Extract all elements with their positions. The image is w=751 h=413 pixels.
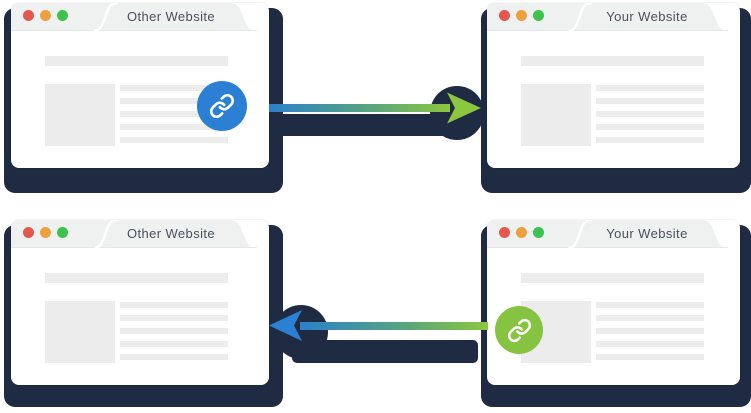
browser-window-other-website-bottom: Other Website [11,220,269,385]
zoom-dot-icon [533,227,544,238]
close-dot-icon [499,10,510,21]
arrowhead-right-icon [447,92,481,124]
placeholder-headline-bar [45,56,228,66]
window-title: Other Website [126,9,216,24]
placeholder-image-block [45,84,115,146]
window-title: Other Website [126,226,216,241]
minimize-dot-icon [516,10,527,21]
placeholder-text-line [596,302,704,308]
link-icon [209,93,235,119]
placeholder-text-line [120,137,228,143]
traffic-lights [23,10,68,21]
minimize-dot-icon [40,10,51,21]
placeholder-image-block [45,301,115,363]
arrowhead-left-icon [269,310,302,341]
close-dot-icon [23,227,34,238]
browser-window-your-website-top: Your Website [487,3,740,168]
placeholder-text-line [596,98,704,104]
placeholder-text-line [120,328,228,334]
placeholder-text-line [596,111,704,117]
placeholder-text-line [120,124,228,130]
placeholder-text-line [120,111,228,117]
tab-edge [568,3,592,31]
placeholder-text-line [596,354,704,360]
zoom-dot-icon [57,227,68,238]
browser-window-your-website-bottom: Your Website [487,220,740,385]
placeholder-text-line [596,137,704,143]
link-badge-blue [197,81,247,131]
link-icon [507,318,531,342]
zoom-dot-icon [57,10,68,21]
close-dot-icon [499,227,510,238]
browser-window-other-website-top: Other Website [11,3,269,168]
placeholder-text-line [120,341,228,347]
placeholder-text-line [120,354,228,360]
traffic-lights [23,227,68,238]
browser-header [487,220,729,248]
traffic-lights [499,10,544,21]
browser-header [487,3,729,31]
placeholder-text-line [120,98,228,104]
backlink-arrow-left [300,322,488,330]
browser-header [11,3,257,31]
placeholder-text-line [120,315,228,321]
zoom-dot-icon [533,10,544,21]
tab-edge [93,220,119,248]
minimize-dot-icon [516,227,527,238]
placeholder-text-line [596,341,704,347]
placeholder-text-line [120,302,228,308]
placeholder-text-line [596,328,704,334]
traffic-lights [499,227,544,238]
backlink-arrow-right [269,104,450,112]
placeholder-text-lines [120,302,228,367]
window-title: Your Website [606,226,688,241]
placeholder-text-line [596,315,704,321]
placeholder-text-line [596,124,704,130]
close-dot-icon [23,10,34,21]
tab-edge [93,3,119,31]
browser-header [11,220,257,248]
placeholder-text-lines [596,85,704,150]
placeholder-headline-bar [45,273,228,283]
placeholder-image-block [521,84,591,146]
placeholder-headline-bar [521,273,704,283]
minimize-dot-icon [40,227,51,238]
placeholder-text-lines [596,302,704,367]
arrow-shadow [292,340,478,363]
arrow-shadow [274,114,466,136]
tab-edge [568,220,592,248]
placeholder-text-lines [120,85,228,150]
placeholder-text-line [120,85,228,91]
placeholder-text-line [596,85,704,91]
link-badge-green [495,306,543,354]
placeholder-headline-bar [521,56,704,66]
window-title: Your Website [606,9,688,24]
